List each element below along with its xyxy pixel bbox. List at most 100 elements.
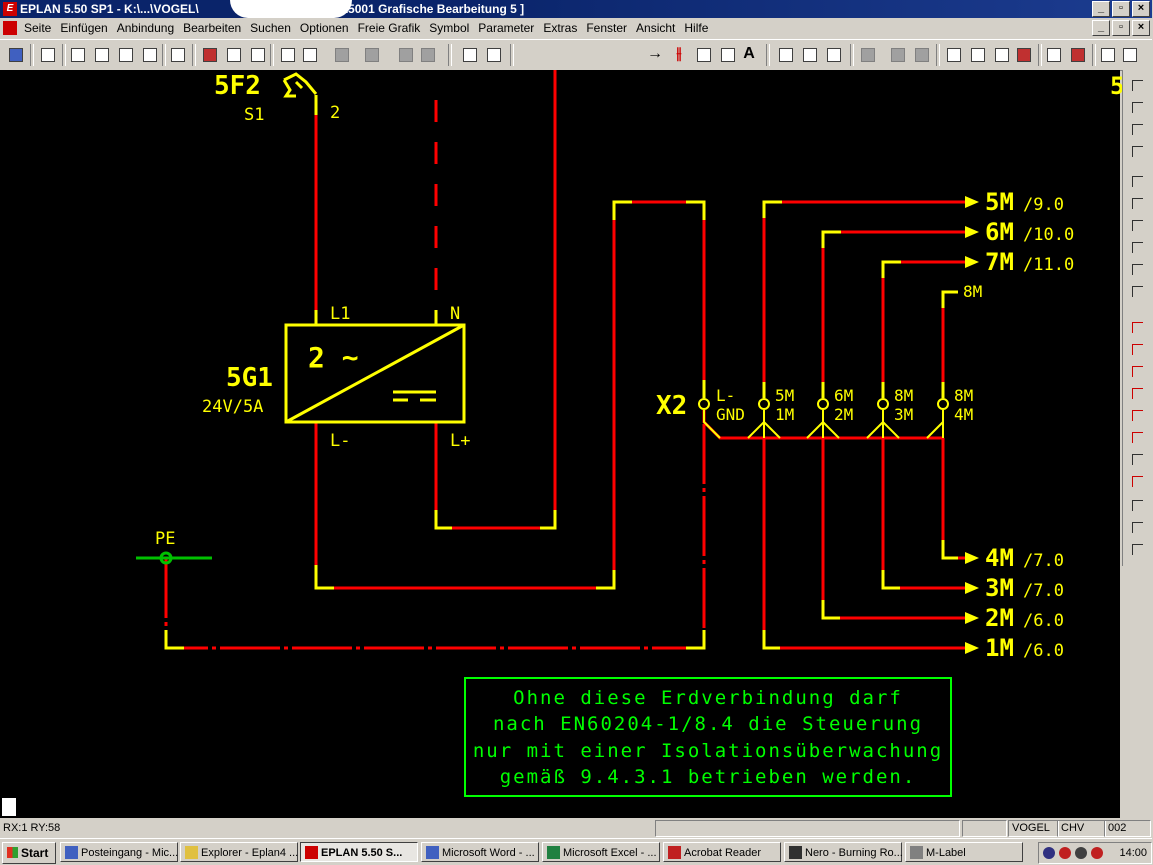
arrow-right-icon[interactable]: → — [647, 45, 663, 62]
wire-lplus-loop — [434, 70, 557, 530]
task-m-label[interactable]: M-Label — [905, 842, 1023, 862]
window-cascade-icon[interactable] — [1098, 45, 1116, 63]
rectangle-icon[interactable] — [1130, 452, 1146, 468]
list-icon[interactable] — [418, 45, 436, 63]
menu-extras[interactable]: Extras — [543, 21, 578, 35]
tray-icon[interactable] — [1059, 847, 1071, 859]
cut-icon[interactable] — [944, 45, 962, 63]
interrupt-icon[interactable] — [1130, 284, 1146, 300]
maximize-button[interactable]: ▫ — [1112, 1, 1130, 17]
corner-bottom-right-icon[interactable] — [1130, 144, 1146, 160]
window-tile-icon[interactable] — [1120, 45, 1138, 63]
redacted-path — [230, 0, 352, 18]
tee-down-icon[interactable] — [1130, 174, 1146, 190]
explorer-icon — [185, 846, 198, 859]
menu-anbindung[interactable]: Anbindung — [116, 21, 175, 35]
word-icon — [426, 846, 439, 859]
page-properties-icon[interactable] — [278, 45, 296, 63]
start-button[interactable]: Start — [2, 842, 56, 864]
task-excel[interactable]: Microsoft Excel - ... — [542, 842, 660, 862]
open-icon[interactable] — [92, 45, 110, 63]
tee-right-icon[interactable] — [1130, 218, 1146, 234]
menu-fenster[interactable]: Fenster — [586, 21, 628, 35]
redo-icon[interactable] — [912, 45, 930, 63]
macro-icon[interactable] — [824, 45, 842, 63]
drawing-canvas[interactable]: 5F2 S1 2 L1 N 5G1 24V/5A 2 ~ L- L+ PE X2… — [0, 70, 1124, 818]
task-eplan[interactable]: EPLAN 5.50 S... — [300, 842, 418, 862]
function-icon[interactable] — [332, 45, 350, 63]
ellipse-icon[interactable] — [1130, 474, 1146, 490]
disconnect-icon[interactable] — [1068, 45, 1086, 63]
menu-bearbeiten[interactable]: Bearbeiten — [183, 21, 242, 35]
properties-icon[interactable] — [460, 45, 478, 63]
image-icon[interactable] — [1130, 542, 1146, 558]
save-all-icon[interactable] — [140, 45, 158, 63]
cross-icon[interactable] — [1130, 262, 1146, 278]
pointer-icon[interactable] — [858, 45, 876, 63]
corner-top-left-icon[interactable] — [1130, 78, 1146, 94]
page-up-icon[interactable] — [224, 45, 242, 63]
doc-minimize-button[interactable]: _ — [1092, 20, 1110, 36]
doc-close-button[interactable]: × — [1132, 20, 1150, 36]
circle-icon[interactable] — [1130, 408, 1146, 424]
task-acrobat[interactable]: Acrobat Reader — [663, 842, 781, 862]
oval-icon[interactable] — [694, 45, 712, 63]
undo-icon[interactable] — [888, 45, 906, 63]
cross-line-icon[interactable]: ⫲ — [676, 45, 682, 62]
minimize-button[interactable]: _ — [1092, 1, 1110, 17]
save-icon[interactable] — [116, 45, 134, 63]
tray-icon[interactable] — [1043, 847, 1055, 859]
menu-symbol[interactable]: Symbol — [429, 21, 470, 35]
tee-up-icon[interactable] — [1130, 196, 1146, 212]
text-tool-icon[interactable]: A — [743, 45, 755, 62]
close-button[interactable]: × — [1132, 1, 1150, 17]
document-icon[interactable] — [3, 21, 17, 35]
task-word[interactable]: Microsoft Word - ... — [421, 842, 539, 862]
grid-icon[interactable] — [718, 45, 736, 63]
eplan-logo-icon[interactable]: E — [3, 2, 17, 16]
corner-top-right-icon[interactable] — [1130, 100, 1146, 116]
polyline-icon[interactable] — [1130, 364, 1146, 380]
tree-icon[interactable] — [38, 45, 56, 63]
polygon-icon[interactable] — [1130, 386, 1146, 402]
menu-optionen[interactable]: Optionen — [299, 21, 349, 35]
tee-left-icon[interactable] — [1130, 240, 1146, 256]
tray-icon[interactable] — [1075, 847, 1087, 859]
task-explorer[interactable]: Explorer - Eplan4 ... — [180, 842, 298, 862]
menu-freie-grafik[interactable]: Freie Grafik — [357, 21, 421, 35]
connect-icon[interactable] — [1044, 45, 1062, 63]
line-icon[interactable] — [1130, 342, 1146, 358]
link-icon[interactable] — [1130, 320, 1146, 336]
print-icon[interactable] — [300, 45, 318, 63]
shape-fill-icon[interactable] — [1130, 520, 1146, 536]
arc-icon[interactable] — [1130, 430, 1146, 446]
delete-page-icon[interactable] — [200, 45, 218, 63]
corner-bottom-left-icon[interactable] — [1130, 122, 1146, 138]
layer-icon[interactable] — [484, 45, 502, 63]
menu-hilfe[interactable]: Hilfe — [684, 21, 709, 35]
task-outlook[interactable]: Posteingang - Mic... — [60, 842, 178, 862]
delete-icon[interactable] — [1014, 45, 1032, 63]
page-down-icon[interactable] — [248, 45, 266, 63]
doc-restore-button[interactable]: ▫ — [1112, 20, 1130, 36]
insert-icon[interactable] — [776, 45, 794, 63]
terminal-label-top: L- — [716, 386, 735, 405]
move-icon[interactable] — [800, 45, 818, 63]
menu-parameter[interactable]: Parameter — [478, 21, 535, 35]
menu-einfuegen[interactable]: Einfügen — [60, 21, 108, 35]
cursor-square — [2, 798, 16, 816]
menu-seite[interactable]: Seite — [24, 21, 52, 35]
text-ab-icon[interactable] — [1130, 498, 1146, 514]
filter-icon[interactable] — [362, 45, 380, 63]
task-nero[interactable]: Nero - Burning Ro... — [784, 842, 903, 862]
new-page-icon[interactable] — [68, 45, 86, 63]
arrow-5m — [965, 196, 979, 208]
paste-icon[interactable] — [968, 45, 986, 63]
menu-ansicht[interactable]: Ansicht — [636, 21, 676, 35]
tray-icon[interactable] — [1091, 847, 1103, 859]
copy-icon[interactable] — [168, 45, 186, 63]
symbol-tool-icon[interactable] — [6, 45, 24, 63]
menu-suchen[interactable]: Suchen — [250, 21, 291, 35]
zoom-icon[interactable] — [396, 45, 414, 63]
duplicate-icon[interactable] — [992, 45, 1010, 63]
